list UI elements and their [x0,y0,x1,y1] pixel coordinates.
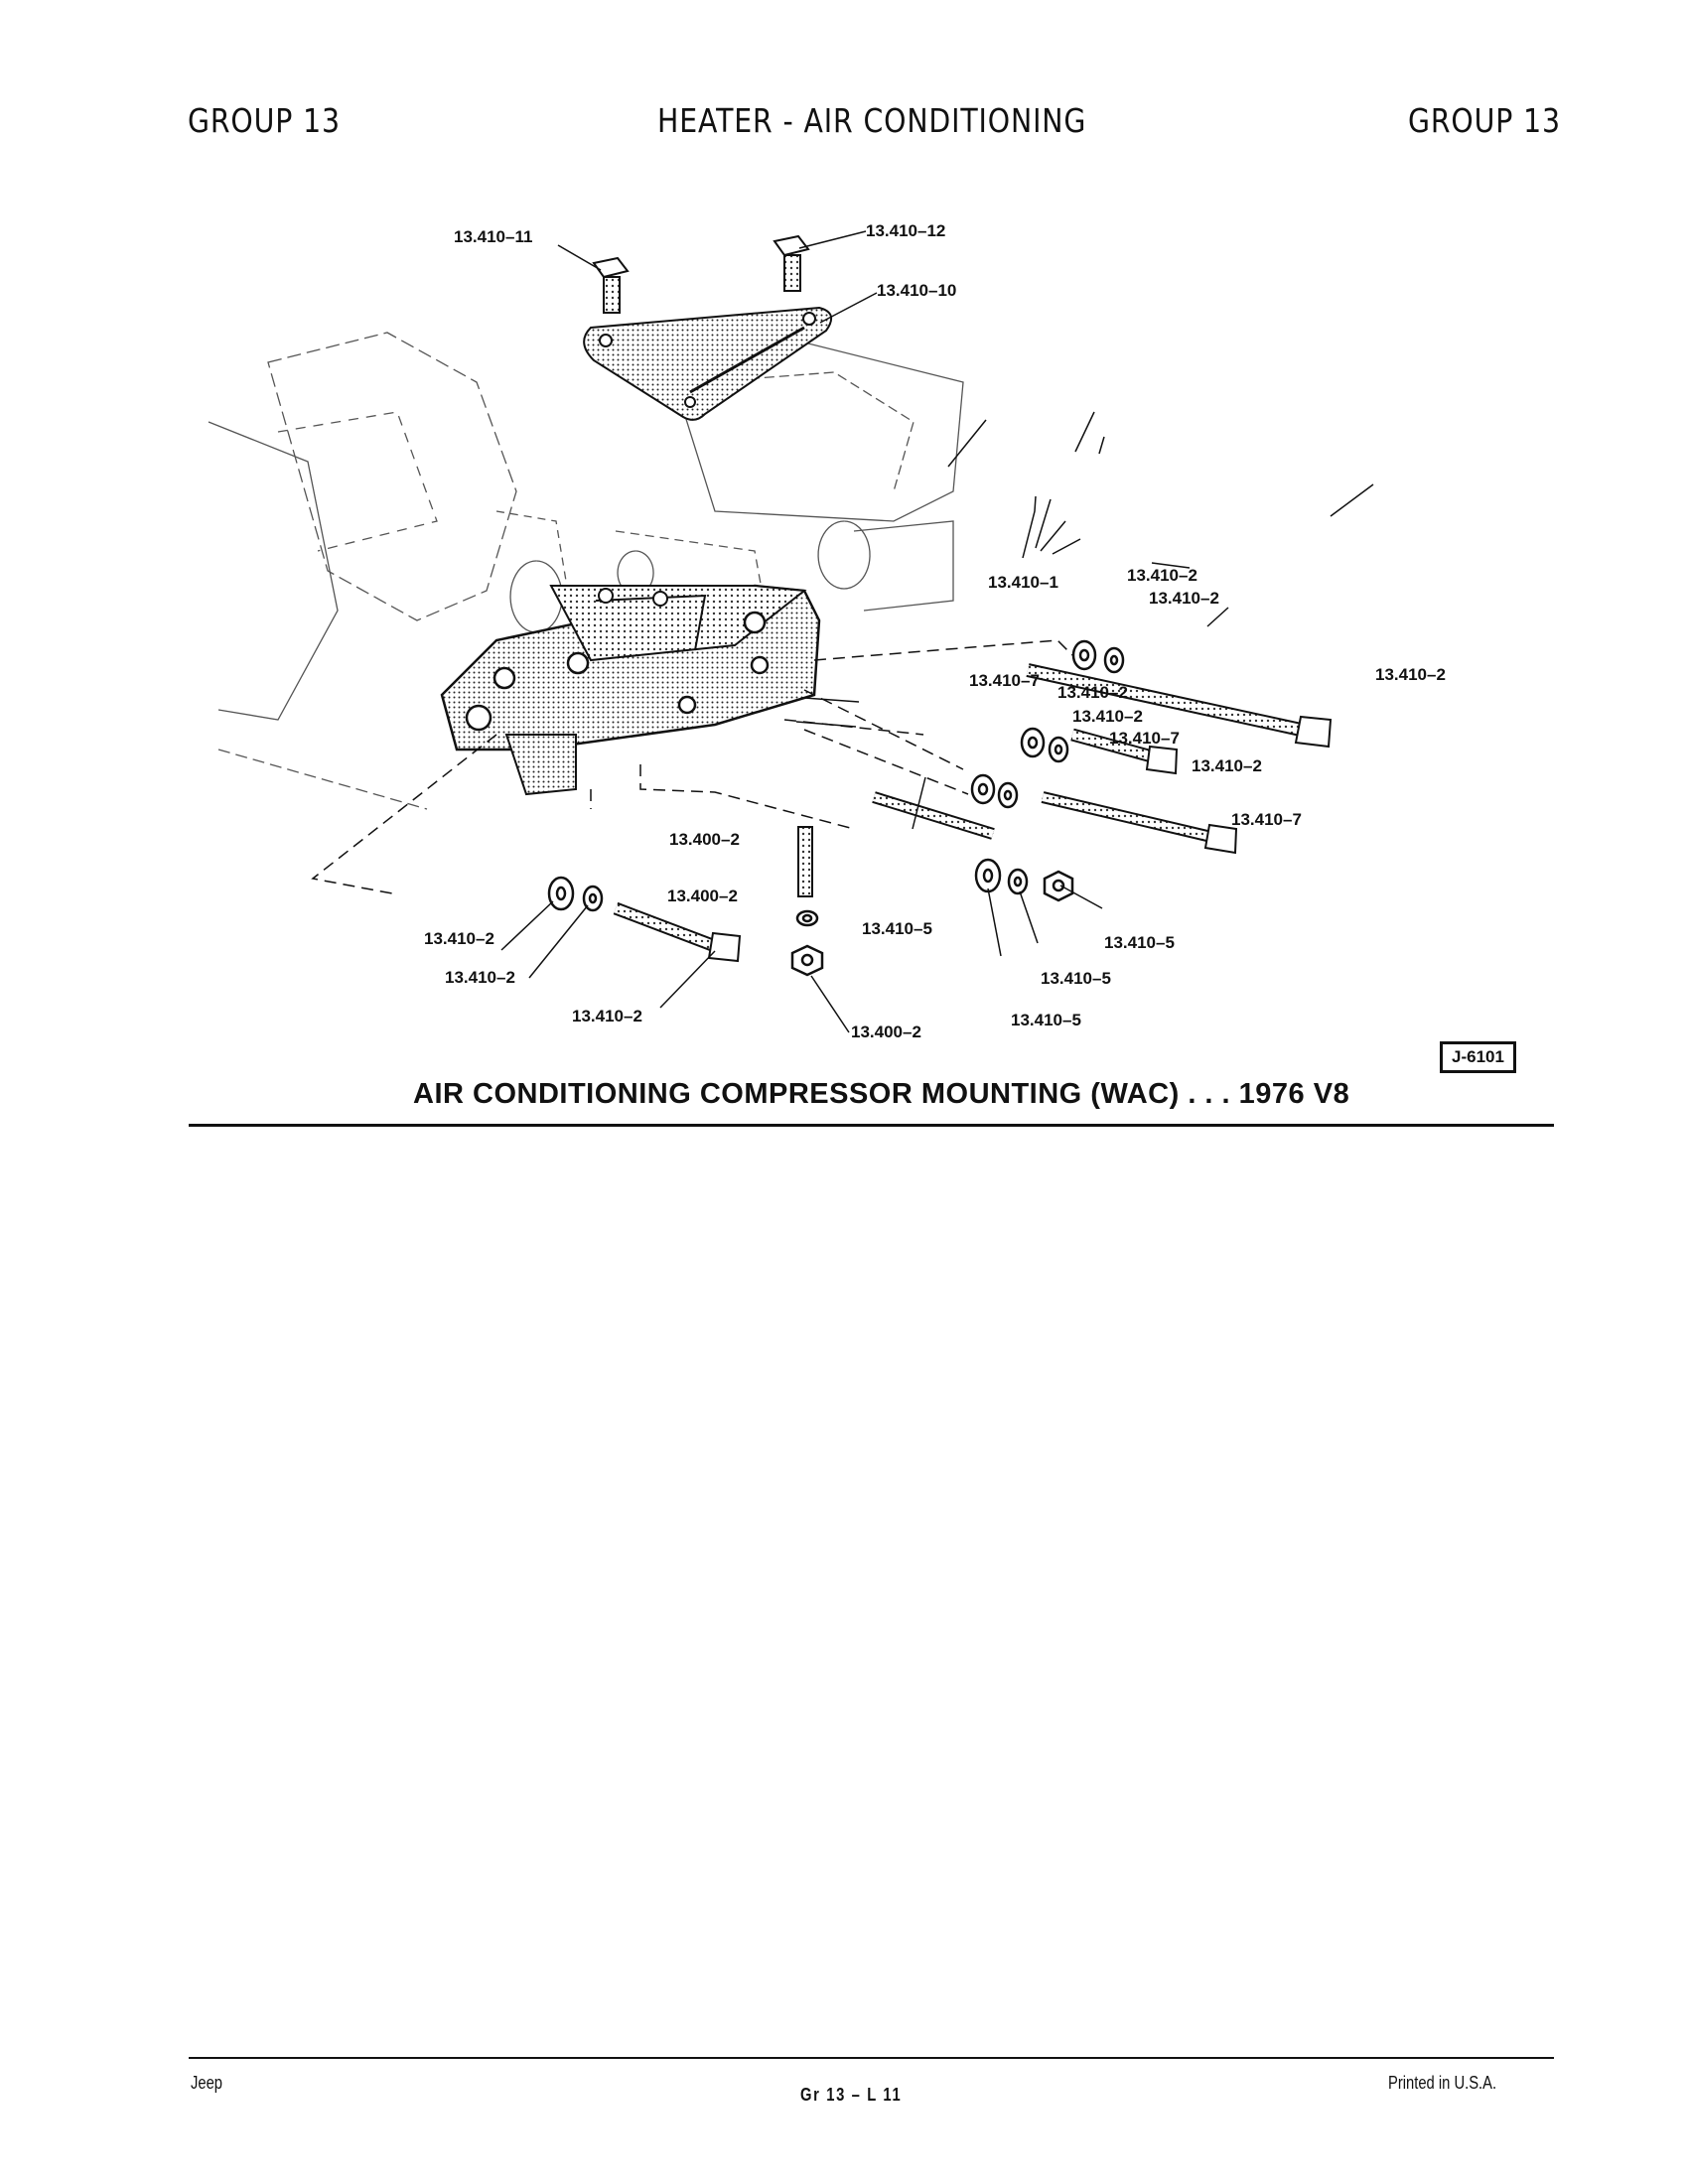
callout-label: 13.410–5 [1041,969,1111,988]
callout-label: 13.410–7 [1231,810,1302,829]
callout-label: 13.410–2 [1127,566,1197,585]
group-label-left: GROUP 13 [188,101,341,140]
callout-label: 13.410–2 [1375,665,1446,684]
callout-label: 13.410–11 [454,227,532,246]
main-bracket [440,584,821,796]
callout-label: 13.400–2 [669,830,740,849]
callout-label: 13.410–2 [1057,683,1128,702]
stud-horizontal [872,791,995,840]
figure-caption: AIR CONDITIONING COMPRESSOR MOUNTING (WA… [413,1078,1350,1110]
callout-label: 13.410–5 [1104,933,1175,952]
footer-page-number: Gr 13 – L 11 [800,2085,903,2105]
callout-label: 13.400–2 [667,887,738,905]
divider-top [189,1124,1554,1127]
callout-label: 13.410–7 [1109,729,1180,748]
callout-label: 13.410–2 [1192,756,1262,775]
callout-label: 13.410–7 [969,671,1040,690]
callout-label: 13.410–5 [862,919,932,938]
compressor-mounting-diagram: 13.410–11 13.410–12 13.410–10 13.410–1 1… [208,221,1446,1041]
callout-label: 13.400–2 [851,1023,921,1041]
leader-lines [500,230,1374,1033]
callout-label: 13.410–2 [445,968,515,987]
mounting-plate [583,306,833,421]
callout-label: 13.410–2 [572,1007,642,1025]
callout-label: 13.410–12 [866,221,945,240]
top-bolt-12 [773,234,810,292]
assembly-lines [311,639,1073,894]
stud-vertical [797,826,813,897]
callout-label: 13.410–2 [1149,589,1219,608]
long-bolt-lower [1041,791,1238,855]
callout-labels: 13.410–11 13.410–12 13.410–10 13.410–1 1… [424,221,1446,1041]
top-bolt-11 [592,256,630,314]
callout-label: 13.410–1 [988,573,1058,592]
callout-label: 13.410–5 [1011,1011,1081,1029]
bolt-lower-left [613,901,742,963]
footer-printed: Printed in U.S.A. [1388,2073,1497,2093]
short-bolt-middle [1070,728,1179,775]
washers-and-nuts [547,639,1125,977]
group-label-right: GROUP 13 [1408,101,1561,140]
long-bolt-upper [1026,663,1333,749]
callout-label: 13.410–2 [424,929,494,948]
footer-brand: Jeep [191,2073,223,2093]
divider-bottom [189,2057,1554,2059]
page-title: HEATER - AIR CONDITIONING [657,101,1087,140]
reference-code: J-6101 [1440,1041,1516,1073]
callout-label: 13.410–10 [877,281,956,300]
callout-label: 13.410–2 [1072,707,1143,726]
